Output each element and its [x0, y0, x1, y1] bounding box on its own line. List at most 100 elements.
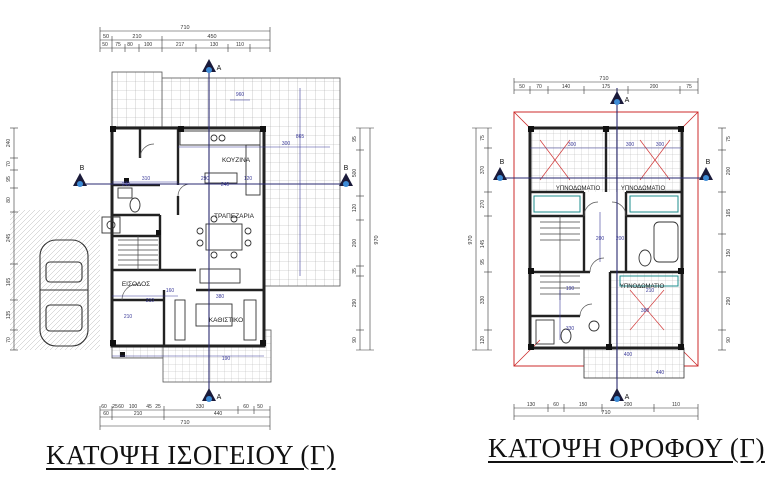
room-label-bedroom-3: ΥΠΝΟΔΩΜΑΤΙΟ	[620, 284, 665, 290]
room-label-entrance: ΕΙΣΟΔΟΣ	[122, 281, 150, 288]
section-marker-b-left-letter: B	[80, 165, 85, 172]
ground-staircase	[118, 236, 158, 270]
pergola-left-tiles	[111, 71, 163, 129]
upper-section-marker-a-bottom-letter: A	[625, 394, 630, 401]
section-marker-a-bottom-letter: A	[217, 394, 222, 401]
dimension-label: 110	[672, 402, 680, 408]
section-marker-a-bottom	[202, 388, 216, 402]
plan-dimension-label: 960	[236, 92, 245, 98]
dimension-label: 75	[480, 135, 486, 141]
upper-section-marker-a-bottom	[610, 388, 624, 402]
dimension-label: 90	[726, 337, 732, 343]
columns	[110, 126, 266, 357]
dimension-label: 175	[602, 84, 611, 90]
car-symbol	[39, 239, 89, 347]
dining-table	[196, 215, 252, 259]
living-room-furniture	[174, 268, 257, 341]
dimension-label: 500	[352, 169, 358, 178]
dimension-label: 290	[726, 297, 732, 306]
plan-dimension-label: 210	[646, 288, 655, 294]
dimension-label: 710	[180, 25, 189, 31]
section-marker-b-left	[73, 173, 87, 187]
dimension-label: 60	[103, 411, 109, 417]
dimension-label: 60	[118, 404, 124, 410]
dimension-label: 45	[146, 404, 152, 410]
dimension-label: 120	[352, 204, 358, 213]
section-marker-b-right	[339, 173, 353, 187]
plan-dimension-label: 300	[282, 141, 291, 147]
upper-section-marker-a-top-letter: A	[625, 97, 630, 104]
dimension-label: 95	[352, 136, 358, 142]
wc-fixtures	[101, 187, 141, 234]
dimension-label: 710	[599, 76, 608, 82]
upper-bathroom-fixtures	[535, 221, 679, 345]
plan-dimension-label: 440	[656, 370, 665, 376]
dimension-label: 50	[519, 84, 525, 90]
dimension-label: 50	[103, 34, 109, 40]
upper-section-marker-a-top	[610, 91, 624, 105]
ground-left-dimension-chain	[10, 127, 18, 351]
upper-top-dimension-chain	[513, 78, 699, 94]
dimension-label: 150	[726, 249, 732, 258]
bedroom-1-floor	[530, 130, 606, 192]
plan-dimension-label: 300	[568, 142, 577, 148]
dimension-label: 90	[352, 337, 358, 343]
dimension-label: 95	[6, 176, 12, 182]
plan-dimension-label: 240	[221, 182, 230, 188]
plan-dimension-label: 400	[624, 352, 633, 358]
upper-plan-dimension-lines	[530, 147, 682, 340]
wardrobes	[533, 195, 679, 287]
upper-floor-caption: ΚΑΤΟΨΗ ΟΡΟΦΟΥ (Γ)	[488, 433, 765, 463]
kitchen-counters	[179, 130, 261, 196]
room-label-bedroom-2: ΥΠΝΟΔΩΜΑΤΙΟ	[621, 186, 666, 192]
upper-columns	[528, 126, 684, 350]
dimension-label: 25	[112, 404, 118, 410]
upper-bottom-dimension-chain	[513, 404, 699, 420]
section-marker-b-right-letter: B	[344, 165, 349, 172]
dimension-label: 140	[562, 84, 571, 90]
dimension-label: 25	[155, 404, 161, 410]
dimension-label: 210	[132, 34, 141, 40]
dimension-label: 450	[207, 34, 216, 40]
dimension-label: 95	[480, 259, 486, 265]
upper-section-marker-b-right	[699, 167, 713, 181]
plan-dimension-label: 190	[566, 286, 575, 292]
dimension-label: 60	[553, 402, 559, 408]
room-label-bedroom-1: ΥΠΝΟΔΩΜΑΤΙΟ	[556, 186, 601, 192]
dimension-label: 217	[176, 42, 185, 48]
dimension-label: 970	[468, 235, 474, 244]
upper-section-marker-b-left	[493, 167, 507, 181]
parking-area	[10, 210, 100, 350]
dimension-label: 50	[257, 404, 263, 410]
upper-right-dimension-chain	[718, 127, 726, 351]
plan-dimension-label: 300	[656, 142, 665, 148]
dimension-label: 200	[624, 402, 633, 408]
room-label-kitchen: ΚΟΥΖΙΝΑ	[222, 157, 251, 164]
plan-dimension-label: 380	[641, 308, 650, 314]
dimension-label: 970	[374, 235, 380, 244]
dimension-label: 35	[352, 268, 358, 274]
upper-section-lines	[496, 88, 706, 400]
dimension-label: 210	[134, 411, 143, 417]
ground-plan-dimension-lines	[112, 88, 330, 357]
plan-dimension-label: 210	[146, 298, 155, 304]
dimension-label: 165	[6, 278, 12, 287]
upper-interior-walls	[530, 128, 682, 348]
upper-door-swings	[579, 201, 627, 317]
bedroom-3-floor	[610, 272, 680, 348]
plan-dimension-label: 240	[122, 182, 131, 188]
dimension-label: 200	[726, 167, 732, 176]
dimension-label: 200	[650, 84, 659, 90]
dimension-label: 110	[236, 42, 244, 48]
dimension-label: 290	[352, 299, 358, 308]
dimension-label: 330	[196, 404, 205, 410]
plan-dimension-label: 310	[142, 176, 151, 182]
plan-dimension-label: 120	[244, 176, 253, 182]
dimension-label: 145	[480, 240, 486, 249]
dimension-label: 130	[527, 402, 536, 408]
ground-bottom-dimension-chain	[99, 406, 271, 430]
upper-section-marker-b-left-letter: B	[500, 159, 505, 166]
